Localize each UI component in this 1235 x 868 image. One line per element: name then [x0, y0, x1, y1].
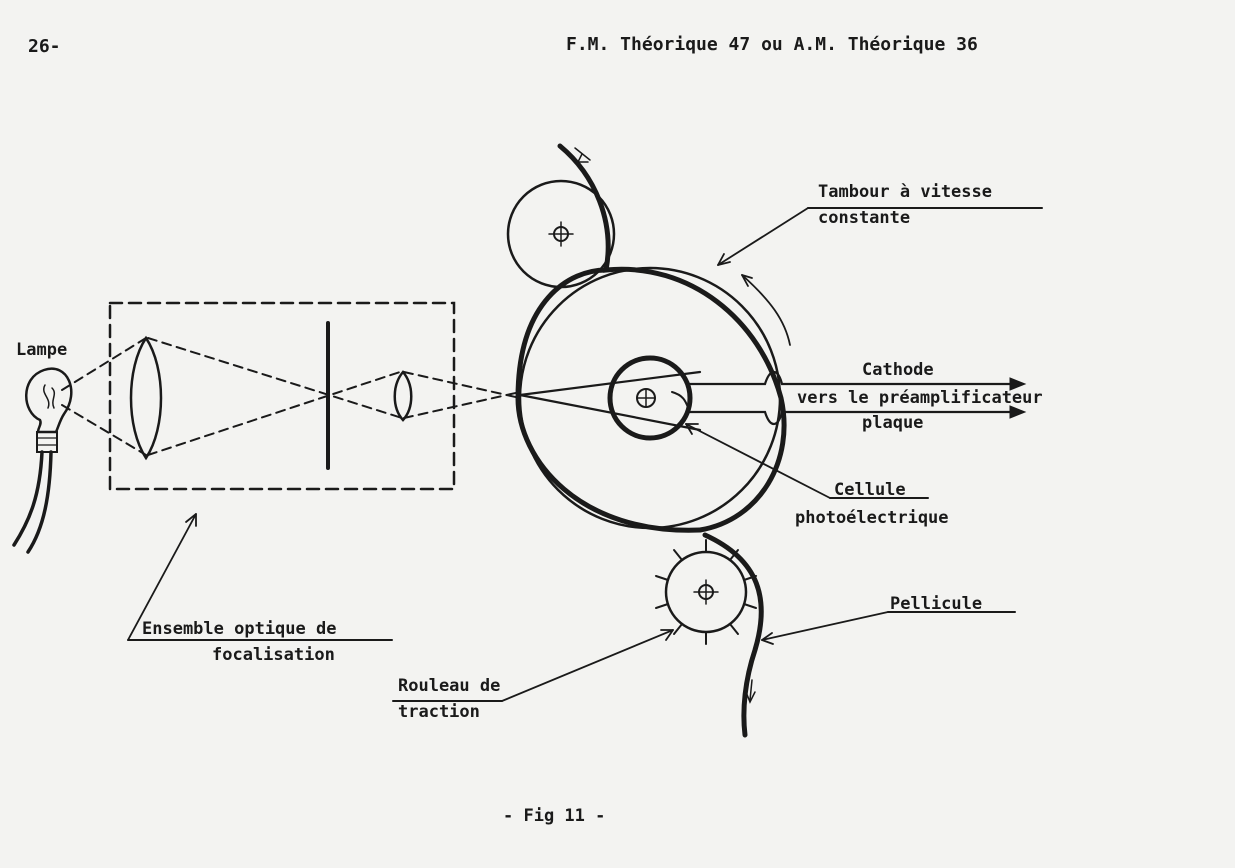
- photocell-center-icon: [636, 388, 656, 408]
- cathode-wire: [686, 370, 1022, 386]
- cathode-label: Cathode: [862, 360, 934, 380]
- preamp-label: vers le préamplificateur: [797, 388, 1043, 408]
- traction-roller-label-line-1: Rouleau de: [398, 676, 501, 696]
- traction-roller-label-line-2: traction: [398, 702, 480, 722]
- focusing-lens: [393, 370, 413, 422]
- photocell: [607, 355, 693, 441]
- optics-label-line-1: Ensemble optique de: [142, 619, 337, 639]
- lamp-icon: [12, 367, 73, 554]
- page-number: 26-: [28, 36, 61, 57]
- leader-arrows: [127, 207, 889, 702]
- photocell-label-line-2: photoélectrique: [795, 508, 949, 528]
- film-strip: [557, 143, 787, 533]
- film-label: Pellicule: [890, 594, 983, 614]
- roller-axle-icon: [548, 221, 574, 247]
- optical-assembly-box: [108, 301, 456, 491]
- figure-caption: - Fig 11 -: [503, 806, 606, 826]
- plate-wire: [688, 410, 1022, 426]
- condenser-lens: [129, 335, 163, 461]
- lamp-label: Lampe: [16, 340, 68, 360]
- drum-label-line-2: constante: [818, 208, 911, 228]
- plate-label: plaque: [862, 413, 924, 433]
- page-header-title: F.M. Théorique 47 ou A.M. Théorique 36: [566, 34, 978, 55]
- traction-sprocket: [655, 539, 757, 645]
- label-underlines: [127, 207, 1043, 702]
- photocell-label-line-1: Cellule: [834, 480, 906, 500]
- optics-label-line-2: focalisation: [212, 645, 335, 665]
- drum-label-line-1: Tambour à vitesse: [818, 182, 992, 202]
- light-path: [61, 337, 521, 456]
- rotation-arrow: [741, 274, 791, 346]
